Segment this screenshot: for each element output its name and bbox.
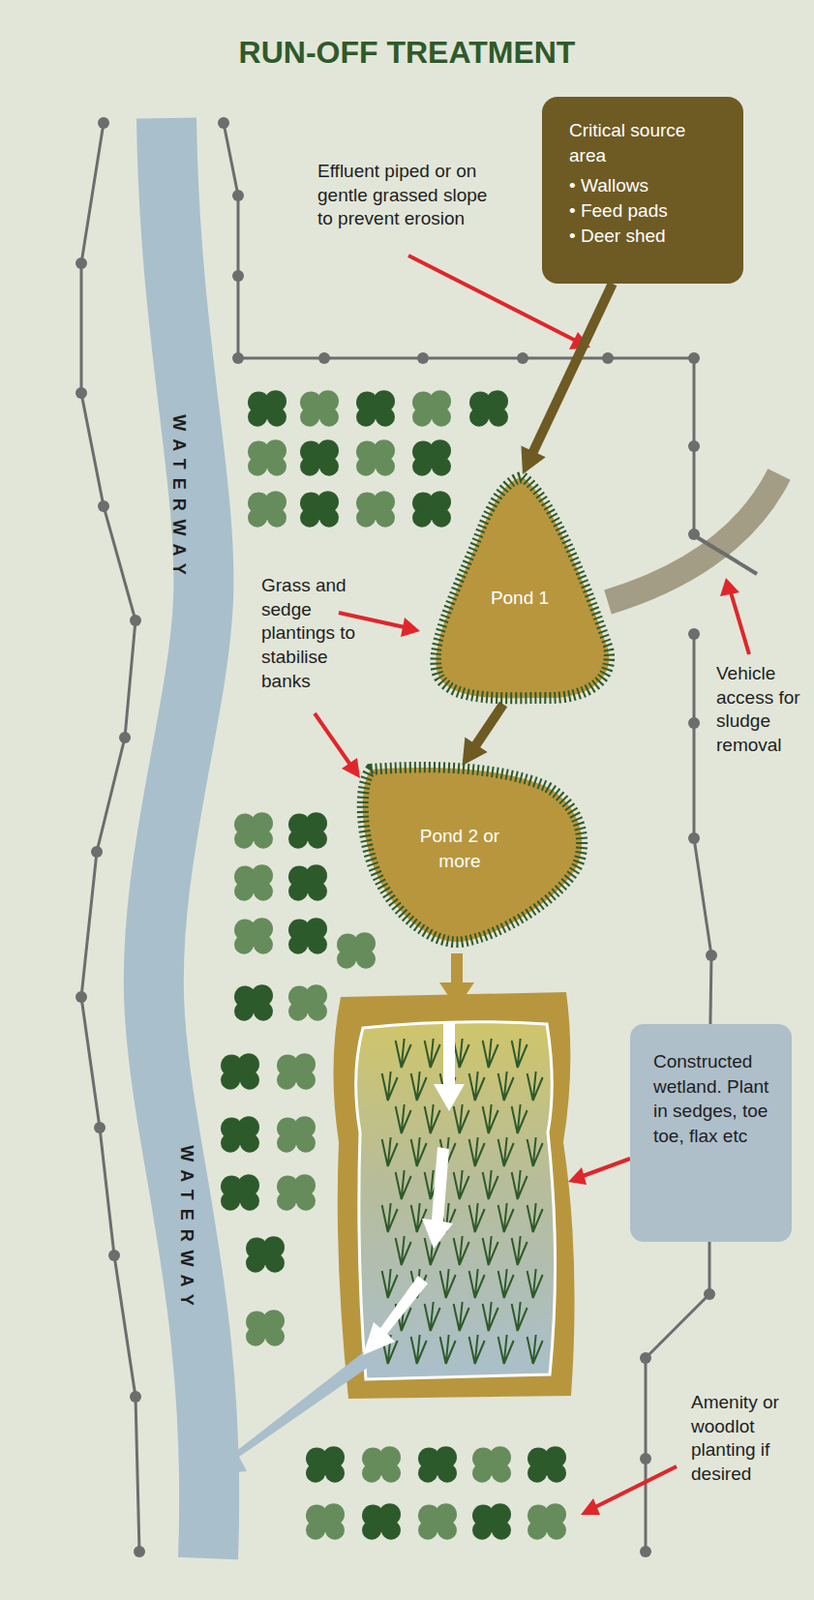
flow-connector: [520, 283, 612, 475]
source-box: Critical source area • Wallows• Feed pads…: [542, 96, 744, 284]
flow-arrows: [362, 1021, 465, 1356]
note-label: Amenity or woodlot planting if desired: [691, 1390, 810, 1487]
heading: Critical source area: [569, 118, 724, 168]
note-label: Vehicle access for sludge removal: [716, 662, 813, 758]
leader-arrows: [314, 255, 750, 1515]
waterway-label: WATERWAY: [175, 1145, 196, 1315]
list-item: • Wallows: [569, 173, 724, 199]
flow-connector: [462, 704, 505, 766]
fence-posts: [75, 117, 718, 1558]
gate: [696, 537, 757, 574]
wetland-bank: [332, 992, 574, 1399]
callout-box: Constructed wetland. Plant in sedges, to…: [630, 1024, 792, 1242]
list-item: • Feed pads: [569, 198, 724, 224]
waterway-label: WATERWAY: [167, 414, 188, 584]
pond-label: Pond 1: [466, 585, 573, 611]
constructed-wetland: [356, 1022, 556, 1380]
note-label: Effluent piped or on gentle grassed slop…: [317, 159, 502, 232]
pond: Pond 2 or more: [353, 757, 596, 950]
pond: Pond 1: [425, 469, 620, 707]
list-item: • Deer shed: [569, 223, 724, 249]
pond-label: Pond 2 or more: [416, 823, 504, 874]
callout-text: Constructed wetland. Plant in sedges, to…: [653, 1049, 779, 1149]
title: RUN-OFF TREATMENT: [0, 34, 814, 71]
waterway-band: WATERWAY WATERWAY: [96, 111, 252, 1564]
note-label: Grass and sedge plantings to stabilise b…: [261, 573, 370, 694]
flow-arrow: [439, 953, 475, 1009]
